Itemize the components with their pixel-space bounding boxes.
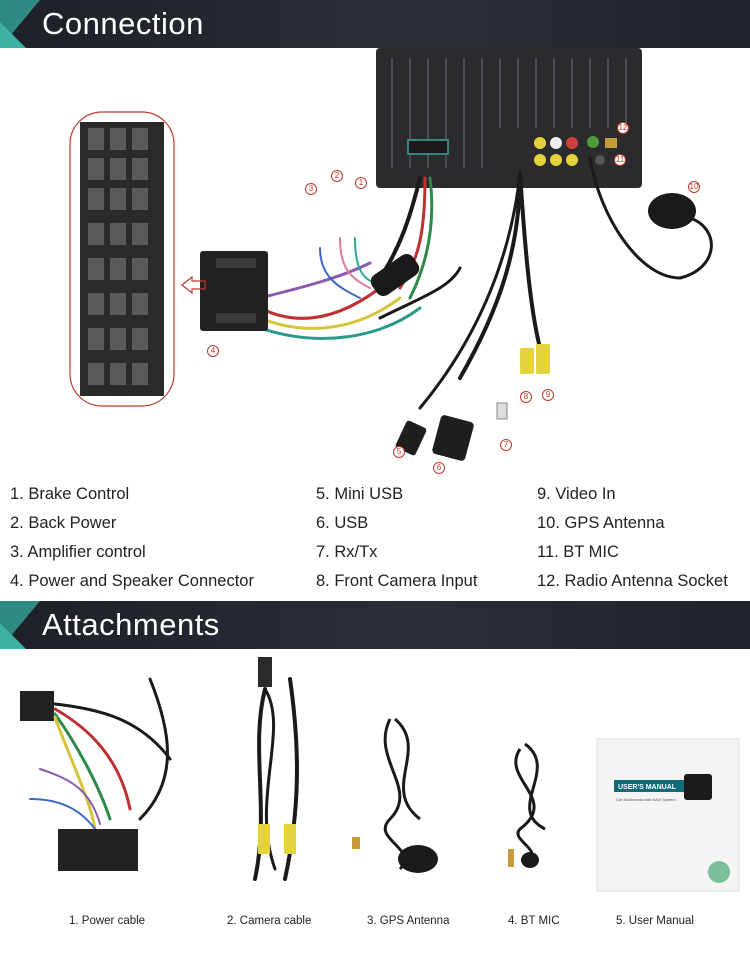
legend-item: 2. Back Power [10,514,117,532]
attachment-label-bt-mic: 4. BT MIC [508,915,560,927]
header-accent-triangle [0,22,26,48]
attachment-label-camera-cable: 2. Camera cable [227,915,312,927]
gps-antenna-image [352,717,438,873]
marker-1: 1 [355,177,367,189]
marker-9: 9 [542,389,554,401]
marker-5: 5 [393,446,405,458]
marker-3: 3 [305,183,317,195]
legend-item: 12. Radio Antenna Socket [537,572,728,590]
legend-item: 8. Front Camera Input [316,572,478,590]
marker-4: 4 [207,345,219,357]
marker-10: 10 [688,181,700,193]
legend-column-3: 9. Video In 10. GPS Antenna 11. BT MIC 1… [537,482,728,598]
marker-7: 7 [500,439,512,451]
connection-header: Connection [0,0,750,48]
marker-11: 11 [614,154,626,166]
marker-6: 6 [433,462,445,474]
legend-item: 9. Video In [537,485,616,503]
manual-subtitle: Car Multimedia with NAVI System [616,797,676,802]
legend-item: 5. Mini USB [316,485,404,503]
camera-cable-image [253,657,299,881]
power-cable-image [20,677,172,871]
attachments-section: USER'S MANUAL Car Multimedia with NAVI S… [0,649,750,960]
legend-column-1: 1. Brake Control 2. Back Power 3. Amplif… [10,482,254,598]
legend-item: 4. Power and Speaker Connector [10,572,254,590]
power-connector [200,251,268,331]
legend-column-2: 5. Mini USB 6. USB 7. Rx/Tx 8. Front Cam… [316,482,477,598]
attachments-illustration: USER'S MANUAL Car Multimedia with NAVI S… [20,657,740,892]
user-manual-image [596,738,740,892]
legend-item: 11. BT MIC [537,543,619,561]
legend-item: 6. USB [316,514,369,532]
connection-diagram: 1 2 3 4 5 6 7 8 9 10 11 12 [0,48,750,478]
legend-item: 7. Rx/Tx [316,543,378,561]
header-accent-triangle [0,623,26,649]
marker-12: 12 [617,122,629,134]
arrow-left-icon [181,275,206,295]
connection-title: Connection [42,6,204,41]
wiring-illustration [69,48,713,461]
legend-item: 1. Brake Control [10,485,130,503]
marker-2: 2 [331,170,343,182]
manual-title: USER'S MANUAL [618,784,677,791]
attachment-label-power-cable: 1. Power cable [69,915,146,927]
marker-8: 8 [520,391,532,403]
connection-legend: 1. Brake Control 2. Back Power 3. Amplif… [0,482,750,600]
attachment-label-user-manual: 5. User Manual [616,915,694,927]
legend-item: 10. GPS Antenna [537,514,665,532]
bt-mic-image [508,742,546,868]
attachments-title: Attachments [42,607,220,642]
attachment-label-gps-antenna: 3. GPS Antenna [367,915,450,927]
legend-item: 3. Amplifier control [10,543,146,561]
head-unit-back [376,48,642,188]
attachments-header: Attachments [0,601,750,649]
